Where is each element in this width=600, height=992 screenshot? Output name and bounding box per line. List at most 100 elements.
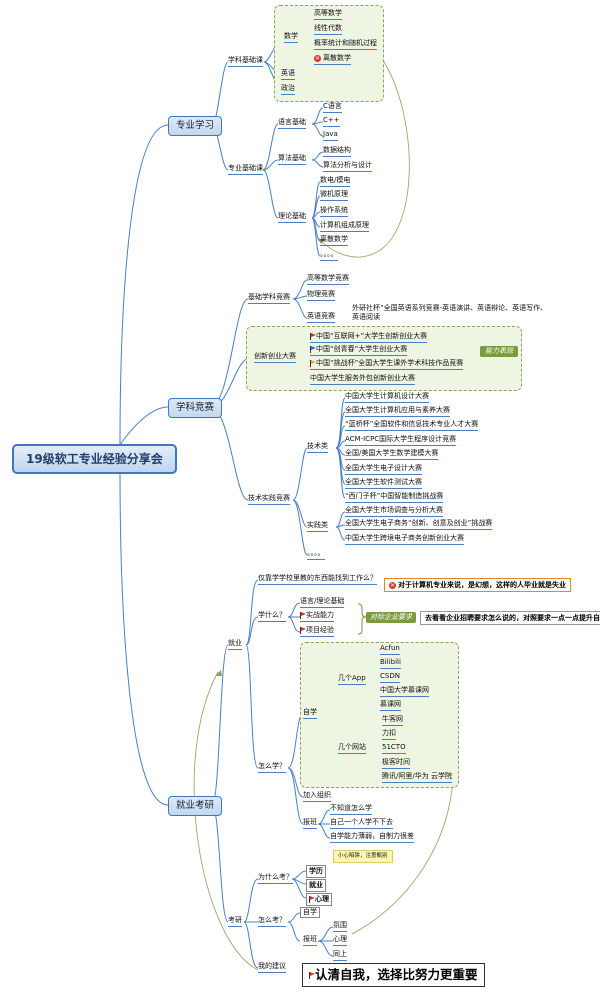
node-self-study[interactable]: 自学 xyxy=(303,708,317,719)
self-study-group xyxy=(300,642,459,788)
node-why-item[interactable]: 学历 xyxy=(306,865,326,878)
node-pro-courses[interactable]: 专业基础课 xyxy=(228,164,263,175)
node-tech-item[interactable]: “西门子杯”中国智能制造挑战赛 xyxy=(345,492,444,503)
node-innovation[interactable]: 创新创业大赛 xyxy=(254,352,296,363)
node-math-item[interactable]: 线性代数 xyxy=(314,24,342,35)
node-theory-item[interactable]: 计算机组成原理 xyxy=(320,221,369,232)
advice-callout[interactable]: 认清自我，选择比努力更重要 xyxy=(302,963,485,987)
node-site-item[interactable]: 牛客网 xyxy=(382,715,403,726)
node-theory-item[interactable]: 离散数学 xyxy=(320,235,348,246)
ability-tag[interactable]: 能力表现 xyxy=(480,346,518,357)
node-how-exam[interactable]: 怎么考？ xyxy=(258,916,286,927)
node-basic-contest-item[interactable]: 英语竞赛 xyxy=(307,312,335,323)
node-site-item[interactable]: 极客时间 xyxy=(382,758,410,769)
node-innov-item[interactable]: 中国“挑战杯”全国大学生课外学术科技作品竞赛 xyxy=(310,359,464,370)
node-basic-contest[interactable]: 基础学科竞赛 xyxy=(248,293,290,304)
node-exam-class-item[interactable]: 氛围 xyxy=(333,921,347,932)
node-app-item[interactable]: CSDN xyxy=(380,672,400,683)
node-tech-item[interactable]: 中国大学生计算机设计大赛 xyxy=(345,392,429,403)
class-warning-note[interactable]: 小心陷阱，注意甄别 xyxy=(333,850,393,863)
red-flag-icon xyxy=(300,611,306,619)
node-lang-item[interactable]: C语言 xyxy=(323,102,342,113)
node-theory-item[interactable]: 数电/模电 xyxy=(320,176,351,187)
branch-career[interactable]: 就业考研 xyxy=(168,796,223,816)
root-topic[interactable]: 19级软工专业经验分享会 xyxy=(12,444,177,474)
node-class-item[interactable]: 自己一个人学不下去 xyxy=(330,818,393,829)
math-group xyxy=(274,5,384,102)
branch-major-study[interactable]: 专业学习 xyxy=(168,116,223,136)
node-learn-item[interactable]: 实战能力 xyxy=(300,611,334,622)
node-algo-item[interactable]: 算法分析与设计 xyxy=(323,161,372,172)
node-innov-item[interactable]: 中国“创青春”大学生创业大赛 xyxy=(310,345,408,356)
node-site-item[interactable]: 力扣 xyxy=(382,729,396,740)
node-learn-item[interactable]: 语言/理论基础 xyxy=(300,597,345,608)
node-basic-courses[interactable]: 学科基础课 xyxy=(228,56,263,67)
node-practice-type[interactable]: 实践类 xyxy=(307,521,328,532)
node-innov-item[interactable]: 中国“互联网+”大学生创新创业大赛 xyxy=(310,332,428,343)
node-site-item[interactable]: 腾讯/阿里/华为 云学院 xyxy=(382,772,452,783)
node-class-item[interactable]: 不知道怎么学 xyxy=(330,804,372,815)
node-lang-item[interactable]: C++ xyxy=(323,116,340,127)
node-tech-item[interactable]: ACM-ICPC国际大学生程序设计竞赛 xyxy=(345,435,457,446)
node-job[interactable]: 就业 xyxy=(228,639,242,650)
node-postgrad[interactable]: 考研 xyxy=(228,916,242,927)
node-tech-item[interactable]: “蓝桥杯”全国软件和信息技术专业人才大赛 xyxy=(345,420,479,431)
node-basic-contest-item[interactable]: 物理竞赛 xyxy=(307,290,335,301)
node-tech-type[interactable]: 技术类 xyxy=(307,442,328,453)
node-label: 中国“互联网+”大学生创新创业大赛 xyxy=(316,332,428,340)
node-label: 中国“创青春”大学生创业大赛 xyxy=(316,345,408,353)
node-how-to-learn[interactable]: 怎么学？ xyxy=(258,762,286,773)
node-algo-item[interactable]: 数据结构 xyxy=(323,146,351,157)
node-politics[interactable]: 政治 xyxy=(281,84,295,95)
node-app-item[interactable]: Acfun xyxy=(380,644,400,655)
node-contest-more[interactable]: 。。。。 xyxy=(307,549,325,560)
node-exam-class-item[interactable]: 同上 xyxy=(333,950,347,961)
node-innov-item[interactable]: 中国大学生服务外包创新创业大赛 xyxy=(310,374,415,385)
node-algo-basics[interactable]: 算法基础 xyxy=(278,154,306,165)
node-math-item[interactable]: 概率统计和随机过程 xyxy=(314,39,377,50)
node-class-item[interactable]: 自学能力薄弱，自制力很差 xyxy=(330,832,414,843)
node-training-class[interactable]: 报班 xyxy=(303,818,317,829)
node-tech-item[interactable]: 全国大学生电子设计大赛 xyxy=(345,464,422,475)
node-practice-item[interactable]: 全国大学生电子商务“创新、创意及创业”挑战赛 xyxy=(345,519,493,530)
node-theory-item[interactable]: 操作系统 xyxy=(320,206,348,217)
job-question-answer[interactable]: ✕对于计算机专业来说，是幻想，这样的人毕业就是失业 xyxy=(384,578,571,592)
enterprise-req-tag[interactable]: 对标企业要求 xyxy=(366,612,416,623)
node-practice-item[interactable]: 中国大学生跨境电子商务创新创业大赛 xyxy=(345,534,464,545)
node-theory-more[interactable]: 。。。。 xyxy=(320,250,338,261)
node-app-item[interactable]: Bilibili xyxy=(380,658,401,669)
node-app-item[interactable]: 中国大学慕课网 xyxy=(380,686,429,697)
node-what-to-learn[interactable]: 学什么？ xyxy=(258,611,286,622)
node-learn-item[interactable]: 项目经验 xyxy=(300,626,334,637)
node-tech-item[interactable]: 全国大学生软件测试大赛 xyxy=(345,478,422,489)
node-app-item[interactable]: 慕课网 xyxy=(380,700,401,711)
node-basic-contest-item[interactable]: 高等数学竞赛 xyxy=(307,274,349,285)
node-my-advice[interactable]: 我的建议 xyxy=(258,962,286,973)
node-sites[interactable]: 几个网站 xyxy=(338,743,366,754)
node-tech-contest[interactable]: 技术实践竞赛 xyxy=(248,494,290,505)
node-practice-item[interactable]: 全国大学生市场调查与分析大赛 xyxy=(345,506,443,517)
node-exam-class-item[interactable]: 心理 xyxy=(333,935,347,946)
enterprise-req-note[interactable]: 去看看企业招聘要求怎么说的，对照要求一点一点提升自己 xyxy=(420,611,600,625)
node-theory-item[interactable]: 微机原理 xyxy=(320,190,348,201)
branch-contest[interactable]: 学科竞赛 xyxy=(168,398,223,418)
node-site-item[interactable]: 51CTO xyxy=(382,743,406,754)
node-why-item[interactable]: 心理 xyxy=(306,893,332,906)
node-exam-self-study[interactable]: 自学 xyxy=(300,907,320,918)
node-apps[interactable]: 几个App xyxy=(338,674,366,685)
node-join-org[interactable]: 加入组织 xyxy=(303,791,331,802)
node-theory-basics[interactable]: 理论基础 xyxy=(278,212,306,223)
node-math-item-flagged[interactable]: ✕离散数学 xyxy=(314,54,351,65)
node-why-exam[interactable]: 为什么考？ xyxy=(258,873,293,884)
node-exam-class[interactable]: 报班 xyxy=(303,935,317,946)
node-lang-basics[interactable]: 语言基础 xyxy=(278,118,306,129)
node-job-question[interactable]: 仅靠学学校里教的东西能找到工作么？ xyxy=(258,574,377,585)
node-tech-item[interactable]: 全国大学生计算机应用与素养大赛 xyxy=(345,406,450,417)
node-english[interactable]: 英语 xyxy=(281,69,295,80)
node-why-item[interactable]: 就业 xyxy=(306,879,326,892)
node-lang-item[interactable]: Java xyxy=(323,130,338,141)
node-math[interactable]: 数学 xyxy=(284,32,298,43)
node-math-item[interactable]: 高等数学 xyxy=(314,9,342,20)
node-tech-item[interactable]: 全国/美国大学生数学建模大赛 xyxy=(345,449,439,460)
